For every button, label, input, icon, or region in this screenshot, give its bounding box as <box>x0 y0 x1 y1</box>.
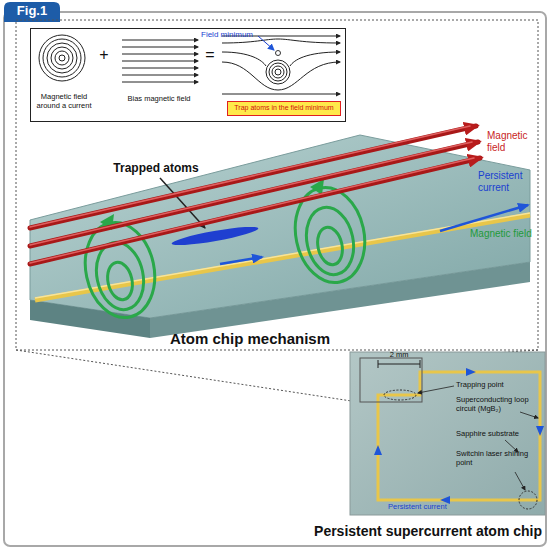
figure-tab-title: Fig.1 <box>4 4 60 19</box>
equals-sign: = <box>202 46 218 64</box>
field-circle <box>275 69 281 75</box>
zoom-line <box>16 350 358 402</box>
dimension-bracket <box>378 360 420 368</box>
chip-callout: Switchin laser shining point <box>456 450 532 467</box>
sapphire-chip <box>350 352 545 515</box>
trap-note-box: Trap atoms in the field minimum <box>227 101 341 116</box>
field-circle <box>43 39 81 77</box>
current-arrow <box>440 205 528 231</box>
field-minimum-label: Field minimum <box>201 30 263 39</box>
chip-title: Persistent supercurrent atom chip <box>262 523 542 539</box>
field-circle <box>47 43 77 73</box>
tube-highlight <box>30 142 472 245</box>
bias-line <box>122 82 198 83</box>
trapped-atoms-label: Trapped atoms <box>108 162 204 176</box>
field-minimum-dot <box>276 51 281 56</box>
field-line <box>222 39 340 43</box>
superconducting-loop <box>378 372 540 500</box>
current-label: Persistent current <box>478 170 544 193</box>
bias-line <box>122 75 198 76</box>
current-arrow <box>536 426 544 436</box>
leader-line <box>418 386 454 393</box>
leader-line <box>515 472 525 490</box>
red-field-lines <box>30 126 480 264</box>
current-arrow <box>220 257 262 264</box>
bracket-tick <box>378 360 379 368</box>
field-circle <box>266 60 290 84</box>
field-minimum-pointer <box>258 36 274 50</box>
panel-caption: Bias magnetic field <box>119 95 199 104</box>
bracket-line <box>378 364 420 365</box>
field-circle <box>39 35 85 81</box>
current-arrow <box>466 368 476 376</box>
green-field-label: Magnetic field <box>470 228 532 240</box>
bias-line <box>122 68 198 69</box>
red-field-label: Magnetic field <box>487 130 545 153</box>
leader-line <box>520 412 538 418</box>
field-loop <box>314 225 345 267</box>
chip-current-label: Persistent current <box>388 503 468 512</box>
trap-note-text: Trap atoms in the field minimum <box>228 104 340 112</box>
current-field-circles <box>39 35 85 81</box>
field-circle <box>55 51 69 65</box>
field-loop <box>287 181 373 289</box>
bracket-tick <box>420 360 421 368</box>
field-circle <box>51 47 73 69</box>
bias-line <box>122 54 198 55</box>
chip-callout: Sapphire substrate <box>456 430 536 439</box>
chip-callout: Superconducting loop circuit (MgB₂) <box>456 396 538 413</box>
field-circle <box>272 66 284 78</box>
bias-line <box>122 61 198 62</box>
field-loop <box>104 260 135 302</box>
chip-leaders <box>418 386 538 490</box>
chip-callout: Trapping point <box>456 381 536 390</box>
tube-highlight <box>30 158 474 263</box>
field-line <box>290 52 340 66</box>
bias-line <box>122 40 198 41</box>
field-loop <box>300 203 359 279</box>
field-line <box>222 52 266 66</box>
bias-line <box>122 47 198 48</box>
zoom-box <box>360 358 422 402</box>
bias-field-tube <box>30 142 478 246</box>
field-line <box>222 62 340 90</box>
tube-highlight <box>30 126 470 227</box>
field-line <box>222 94 340 95</box>
plus-sign: + <box>96 46 112 64</box>
combined-field <box>222 36 340 94</box>
bias-field-lines <box>122 40 198 82</box>
panel-title: Atom chip mechanism <box>100 330 400 347</box>
current-arrow <box>374 445 382 455</box>
figure-tab <box>4 2 60 22</box>
outer-frame <box>4 12 546 546</box>
zoom-frame <box>16 20 538 350</box>
trapped-atoms-pointer <box>160 178 205 228</box>
inset-panel: Magnetic field around a current Bias magn… <box>30 28 346 122</box>
laser-point-mark <box>519 491 537 509</box>
field-circle <box>269 63 287 81</box>
trapping-point-mark <box>384 390 416 400</box>
panel-caption: Magnetic field around a current <box>31 93 97 110</box>
field-circle <box>59 55 65 61</box>
dimension-label: 2 mm <box>382 351 416 360</box>
